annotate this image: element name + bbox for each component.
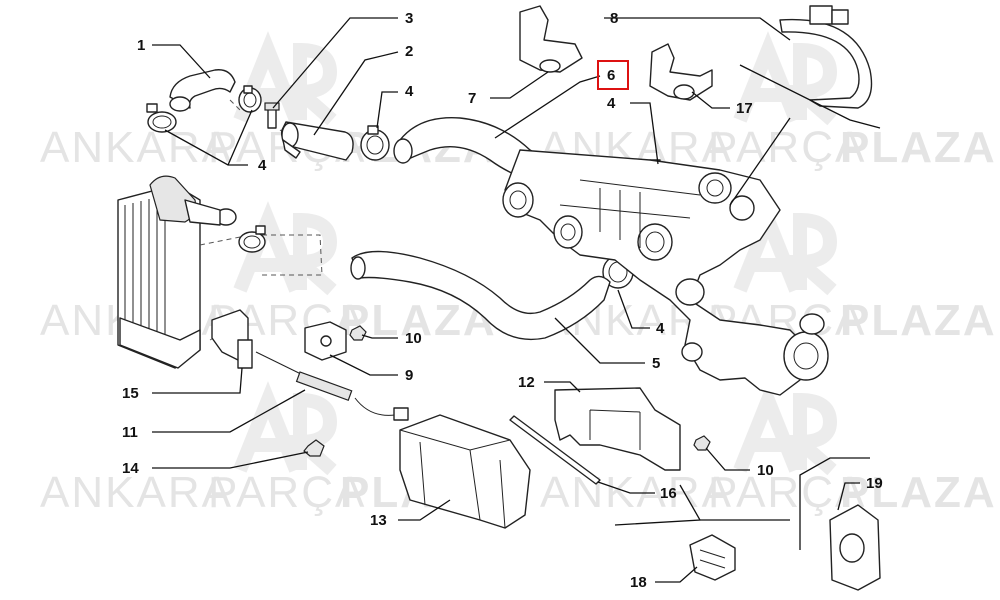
block-9-part bbox=[304, 321, 347, 361]
callout-4: 4 bbox=[258, 157, 267, 174]
bracket-19-part bbox=[829, 504, 881, 591]
callout-9: 9 bbox=[405, 367, 413, 384]
intercooler-part bbox=[117, 175, 237, 369]
bracket-12-part bbox=[554, 387, 681, 471]
callout-16: 16 bbox=[660, 485, 677, 502]
callout-2: 2 bbox=[405, 43, 413, 60]
watermark-brand-mid: PARÇA bbox=[208, 468, 366, 517]
watermark-brand-right: PLAZA bbox=[840, 123, 997, 172]
hose-1-part bbox=[169, 69, 236, 112]
callout-19: 19 bbox=[866, 475, 883, 492]
callout-17: 17 bbox=[736, 100, 753, 117]
callout-6: 6 bbox=[607, 67, 615, 84]
callouts: 1 2 3 4 4 4 4 5 6 7 8 9 10 10 11 12 13 1… bbox=[122, 10, 883, 591]
callout-4: 4 bbox=[656, 320, 665, 337]
callout-10: 10 bbox=[757, 462, 774, 479]
callout-4: 4 bbox=[405, 83, 414, 100]
nut-10-part bbox=[693, 435, 711, 451]
callout-12: 12 bbox=[518, 374, 535, 391]
callout-13: 13 bbox=[370, 512, 387, 529]
callout-18: 18 bbox=[630, 574, 647, 591]
nut-10-part bbox=[349, 325, 367, 341]
sensor-11-part bbox=[255, 351, 409, 421]
callout-10: 10 bbox=[405, 330, 422, 347]
watermark-logo-icon bbox=[233, 31, 838, 476]
callout-3: 3 bbox=[405, 10, 413, 27]
screw-3-part bbox=[264, 102, 280, 129]
callout-11: 11 bbox=[122, 424, 138, 441]
heat-shield-13-part bbox=[399, 414, 531, 529]
highlight-box bbox=[597, 60, 629, 90]
bracket-15-part bbox=[211, 309, 253, 369]
hose-clamp-part bbox=[146, 103, 177, 133]
pipe-2-part bbox=[280, 121, 354, 161]
clip-18-part bbox=[689, 534, 736, 581]
hose-clamp-part bbox=[238, 225, 266, 253]
watermark-brand-left: ANKARA bbox=[40, 468, 233, 517]
rod-16-part bbox=[509, 415, 601, 485]
callout-4: 4 bbox=[607, 95, 616, 112]
leader-lines bbox=[152, 17, 881, 583]
hose-clamp-part bbox=[238, 85, 262, 113]
callout-5: 5 bbox=[652, 355, 660, 372]
watermark-brand-left: ANKARA bbox=[40, 123, 233, 172]
parts bbox=[117, 5, 881, 591]
hose-clamp-part bbox=[360, 125, 390, 161]
manifold-turbo-part bbox=[502, 149, 829, 396]
bracket-7-part bbox=[519, 5, 583, 73]
nut-14-part bbox=[303, 439, 325, 457]
watermark-brand-right: PLAZA bbox=[840, 468, 997, 517]
strap-8-part bbox=[779, 5, 873, 109]
callout-1: 1 bbox=[137, 37, 145, 54]
bracket-17-part bbox=[649, 43, 713, 101]
callout-14: 14 bbox=[122, 460, 139, 477]
hose-5-part bbox=[350, 250, 611, 341]
watermark-brand-mid: PARÇA bbox=[708, 123, 866, 172]
callout-8: 8 bbox=[610, 10, 618, 27]
callout-15: 15 bbox=[122, 385, 139, 402]
callout-7: 7 bbox=[468, 90, 476, 107]
watermark-brand-right: PLAZA bbox=[840, 296, 997, 345]
